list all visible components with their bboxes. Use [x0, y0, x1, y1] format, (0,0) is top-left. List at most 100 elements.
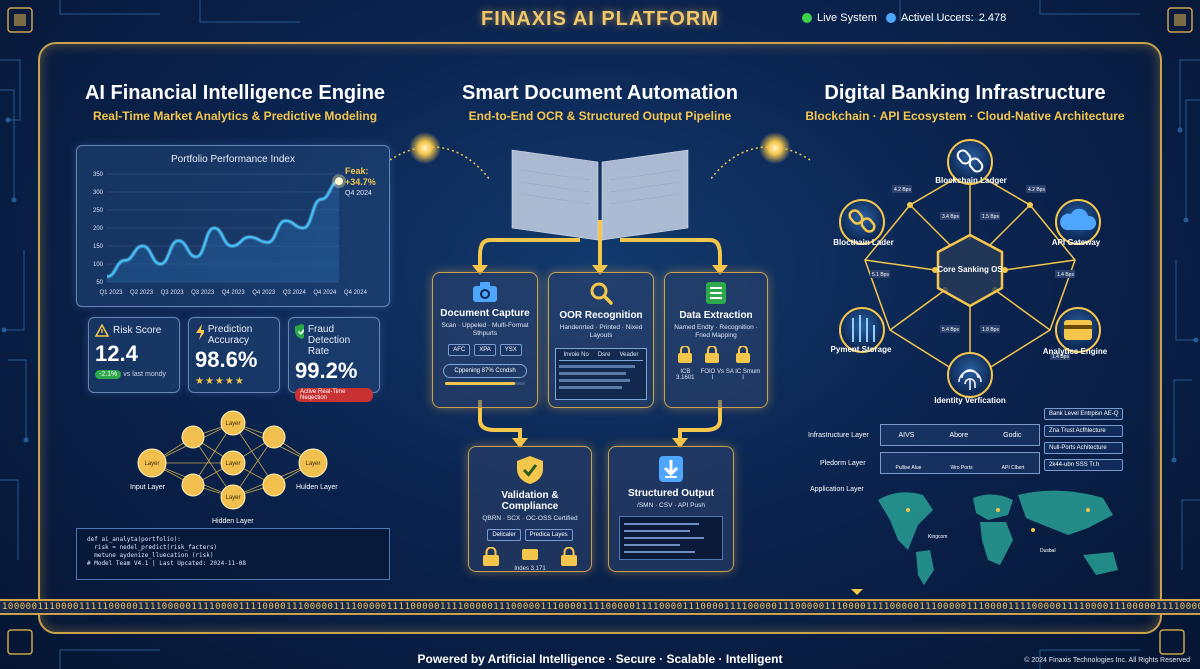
y-tick-label: 250	[93, 208, 104, 214]
x-tick-label: Q1 2023	[99, 290, 123, 296]
application-layer-label: Application Layer	[810, 486, 864, 493]
security-badges: Bank Level Entrpisn AE-Q Zna Trust Acfhl…	[1044, 408, 1124, 471]
svg-text:1.8 Bps: 1.8 Bps	[982, 327, 999, 333]
prediction-accuracy-title: Prediction Accuracy	[207, 324, 253, 346]
lock-caption: Indes 3.171	[514, 566, 546, 572]
nn-node-label: Layer	[225, 421, 240, 427]
data-extraction-card[interactable]: Data Extraction Named Endty · Recognitio…	[664, 272, 768, 408]
left-section-title: AI Financial Intelligence Engine	[84, 82, 386, 104]
security-badge: 2k44-ubn SSS Tr.h	[1044, 459, 1124, 471]
active-users: Activel Uccers: 2.478	[886, 12, 1006, 24]
rating-stars: ★★★★★	[195, 376, 245, 387]
structured-output-sub: /SMN · CSV · API Push	[637, 502, 705, 509]
risk-score-card[interactable]: Risk Score 12.4 -2.1% vs last mondy	[88, 317, 180, 393]
core-banking-label: Core Sanking OS	[937, 265, 1003, 274]
payment-storage-label: Pyment Storage	[830, 345, 892, 354]
banking-network-diagram: 4.2 Bps 4.2 Bps 3.4 Bps 1.5 Bps 5.1 Bps …	[839, 139, 1101, 398]
fraud-detection-card[interactable]: Fraud Detection Rate 99.2% Active Real-T…	[288, 317, 380, 402]
infra-item: Abore	[949, 431, 969, 439]
fraud-detection-title: Fraud Detection Rate	[307, 324, 351, 357]
footer-copyright: © 2024 Finaxis Technologies Inc. All Rig…	[1024, 657, 1190, 664]
y-tick-label: 100	[93, 262, 104, 268]
code-line: metune aydenize_lluecation (risk)	[87, 552, 214, 559]
chart-title: Portfolio Performance Index	[171, 154, 295, 165]
code-snippet: def ai_analyta(portfolio): risk = nedel_…	[76, 528, 390, 580]
right-section-title: Digital Banking Infrastructure	[824, 82, 1106, 104]
ocr-title: OOR Recognition	[559, 310, 643, 321]
ocr-sub: Handenrted · Printed · Nixed Layouts	[559, 324, 643, 339]
svg-text:1.4 Bps: 1.4 Bps	[1057, 272, 1074, 278]
nn-input-label: Input Layer	[130, 484, 166, 491]
x-tick-label: Q3 2024	[283, 290, 307, 296]
left-section-header: AI Financial Intelligence Engine Real-Ti…	[60, 82, 410, 123]
magnifier-icon	[590, 282, 613, 305]
svg-text:4.2 Bps: 4.2 Bps	[1028, 187, 1045, 193]
nn-hidden-label: Hidden Layer	[212, 518, 254, 525]
cloud-icon	[1060, 208, 1097, 230]
format-tag: XPA	[474, 344, 496, 356]
structured-output-title: Structured Output	[627, 488, 715, 499]
x-tick-label: Q2 2023	[130, 290, 154, 296]
lock-icon	[678, 345, 693, 363]
prediction-accuracy-card[interactable]: Prediction Accuracy 98.6% ★★★★★	[188, 317, 280, 393]
svg-text:3.4 Bps: 3.4 Bps	[942, 214, 959, 220]
data-extraction-sub: Named Endty · Recognition · Fried Mappin…	[674, 324, 758, 339]
footer-tagline: Powered by Artificial Intelligence · Sec…	[417, 652, 783, 666]
y-tick-label: 150	[93, 244, 104, 250]
platform-layer-bar: Pullise Alue Wro Ports API Clbert	[880, 452, 1040, 474]
fraud-detection-value: 99.2%	[295, 358, 358, 383]
lock-icon	[521, 549, 538, 560]
platform-item: Pullise Alue	[895, 465, 922, 471]
lock-icon	[560, 547, 577, 566]
shield-check-icon	[295, 324, 304, 339]
center-section-header: Smart Document Automation End-to-End OCR…	[420, 82, 780, 123]
security-badge: Zna Trust Acfhlecture	[1044, 425, 1124, 437]
series-line	[106, 180, 340, 278]
code-line: # Model Team V4.1 | Last Upcated: 2024-1…	[87, 560, 246, 567]
y-tick-label: 350	[93, 172, 104, 178]
world-map	[878, 490, 1118, 585]
ocr-col-header: Dsre	[597, 352, 611, 358]
list-icon	[706, 282, 726, 304]
nn-node-label: Layer	[225, 495, 240, 501]
validation-tag: Predica Layes	[524, 529, 573, 541]
nn-node-label: Layer	[225, 461, 240, 467]
center-section-title: Smart Document Automation	[462, 82, 738, 104]
center-section-subtitle: End-to-End OCR & Structured Output Pipel…	[468, 109, 732, 123]
security-badge: Null-Ports Achitecture	[1044, 442, 1124, 454]
document-capture-card[interactable]: Document Capture Scan · Uppeled · Mulfi-…	[432, 272, 538, 408]
chain-icon	[956, 149, 984, 173]
series-area	[107, 181, 339, 282]
structured-output-card[interactable]: Structured Output /SMN · CSV · API Push	[608, 446, 734, 572]
svg-text:4.2 Bps: 4.2 Bps	[894, 187, 911, 193]
risk-score-note: vs last mondy	[123, 371, 167, 378]
validation-title: Validation & Compliance	[501, 490, 559, 512]
peak-annotation: Feak: +34.7% Q4 2024	[345, 166, 376, 199]
infra-item: AIVS	[898, 431, 915, 439]
x-tick-label: Q3 2023	[191, 290, 215, 296]
ocr-col-header: Invoie No	[563, 352, 589, 358]
lightning-icon	[196, 324, 204, 340]
y-tick-label: 200	[93, 226, 104, 232]
peak-value: +34.7%	[345, 177, 376, 187]
security-badge: Bank Level Entrpisn AE-Q	[1044, 408, 1124, 420]
portfolio-chart-panel: Portfolio Performance Index 50 100 150 200 2…	[76, 145, 390, 307]
main-frame	[38, 42, 1162, 634]
risk-score-title: Risk Score	[113, 325, 162, 336]
data-extraction-title: Data Extraction	[679, 310, 753, 321]
active-users-label: Activel Uccers:	[901, 12, 974, 24]
infrastructure-layer-bar: AIVS Abore Godic	[880, 424, 1040, 446]
fingerprint-icon	[958, 369, 982, 390]
chevron-down-icon[interactable]	[850, 588, 864, 597]
ocr-recognition-card[interactable]: OOR Recognition Handenrted · Printed · N…	[548, 272, 654, 408]
y-tick-label: 50	[96, 280, 103, 286]
live-dot-icon	[802, 13, 812, 23]
svg-text:1.5 Bps: 1.5 Bps	[982, 214, 999, 220]
app-title: FINAXIS AI PLATFORM	[481, 8, 719, 30]
validation-compliance-card[interactable]: Validation & Compliance QBRN · SCX · OC-…	[468, 446, 592, 572]
svg-text:5.1 Bps: 5.1 Bps	[872, 272, 889, 278]
chain-icon	[848, 209, 876, 233]
lock-caption: FOIO Vs I	[700, 369, 725, 381]
format-tag: AFC	[448, 344, 471, 356]
blockchain-ledger-label: Blockchain Ladger	[935, 176, 1007, 185]
